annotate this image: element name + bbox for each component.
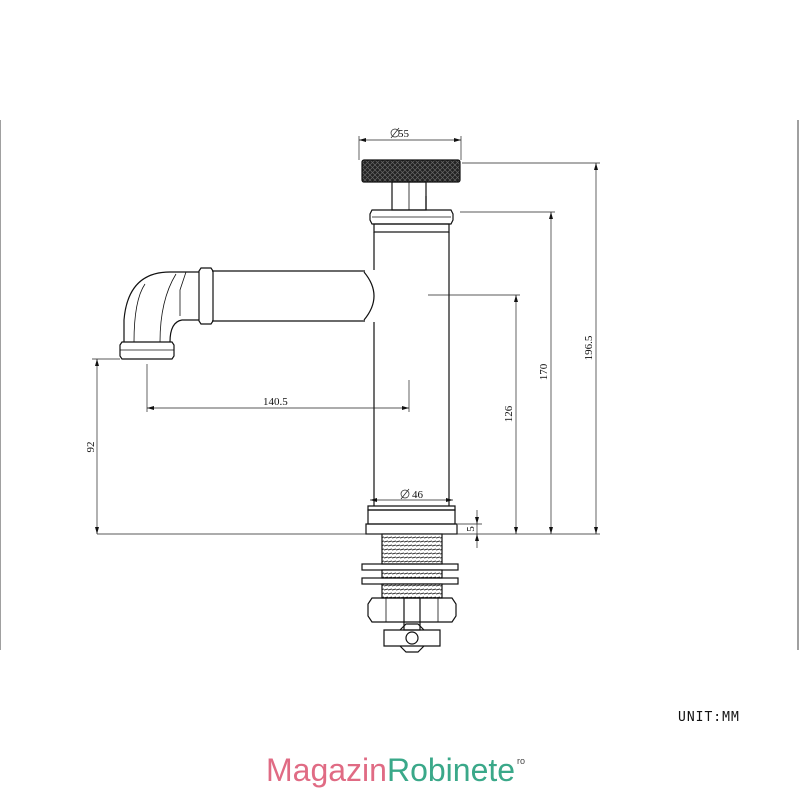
- body-diameter-label: 46: [412, 489, 424, 501]
- faucet-body: [363, 209, 458, 535]
- dim-inner-height: 126: [428, 294, 520, 534]
- base-height-label: 5: [465, 526, 477, 532]
- logo-part1: Magazin: [266, 752, 387, 788]
- handle-knob: [361, 159, 461, 211]
- total-height-label: 196.5: [583, 335, 595, 360]
- dim-handle-diameter: 55: [358, 127, 462, 160]
- spout-reach-label: 140.5: [263, 396, 288, 408]
- dim-body-height: 170: [460, 211, 555, 534]
- dim-body-diameter: 46: [370, 488, 453, 502]
- dim-base-height: 5: [458, 510, 482, 548]
- inner-height-label: 126: [503, 405, 515, 422]
- dim-spout-reach: 140.5: [146, 364, 410, 412]
- body-height-label: 170: [538, 363, 550, 380]
- faucet-spout: [119, 267, 365, 360]
- spout-height-label: 92: [85, 442, 97, 453]
- logo-suffix: ro: [517, 756, 526, 766]
- dim-total-height: 196.5: [462, 162, 600, 534]
- logo-part2: Robinete: [386, 752, 516, 788]
- handle-diameter-label: 55: [398, 128, 410, 140]
- unit-label: UNIT:MM: [678, 710, 740, 725]
- threaded-shank: [361, 533, 459, 653]
- dim-spout-height: 92: [85, 358, 120, 534]
